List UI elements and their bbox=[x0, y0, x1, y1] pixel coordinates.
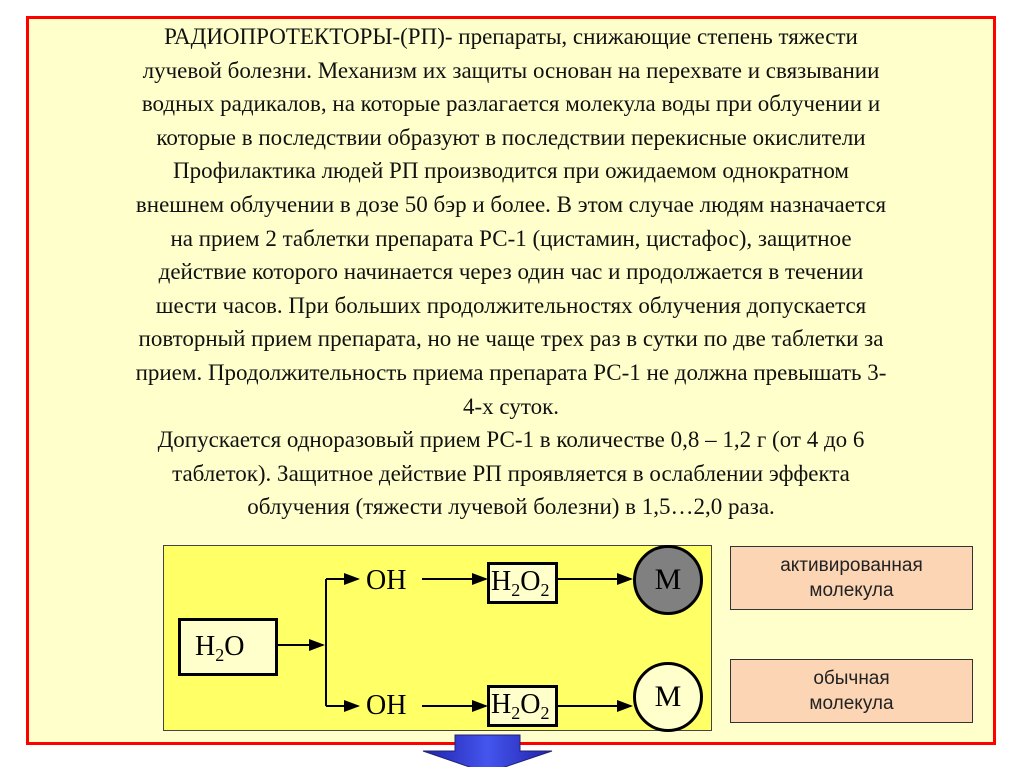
peroxide-h: H bbox=[491, 689, 512, 720]
water-box: H2O bbox=[178, 618, 278, 676]
peroxide-sub: 2 bbox=[540, 703, 550, 723]
text-line: РАДИОПРОТЕКТОРЫ-(РП)- препараты, снижающ… bbox=[164, 24, 858, 49]
text-line: 4-х суток. bbox=[463, 393, 559, 419]
legend-text: молекула bbox=[809, 693, 894, 714]
text-line: внешнем облучении в дозе 50 бэр и более.… bbox=[135, 191, 887, 217]
peroxide-sub: 2 bbox=[511, 580, 521, 600]
text-line: таблеток). Защитное действие РП проявляе… bbox=[172, 460, 850, 486]
text-line: прием. Продолжительность приема препарат… bbox=[135, 359, 887, 385]
text-line: на прием 2 таблетки препарата РС-1 (цист… bbox=[170, 225, 852, 251]
peroxide-sub: 2 bbox=[511, 703, 521, 723]
water-o: O bbox=[224, 631, 245, 662]
legend-activated: активированная молекула bbox=[730, 546, 973, 610]
legend-normal: обычная молекула bbox=[730, 659, 973, 723]
peroxide-h: H bbox=[491, 566, 512, 597]
water-sub: 2 bbox=[215, 645, 225, 665]
text-line: Допускается одноразовый прием РС-1 в кол… bbox=[157, 427, 865, 453]
legend-text: обычная bbox=[813, 668, 890, 689]
peroxide-o: O bbox=[520, 689, 541, 720]
legend-text: молекула bbox=[809, 580, 894, 601]
text-line: облучения (тяжести лучевой болезни) в 1,… bbox=[247, 494, 775, 520]
normal-molecule: M bbox=[633, 662, 703, 732]
radical-top: OH bbox=[366, 565, 407, 596]
peroxide-box-bottom: H2O2 bbox=[487, 685, 558, 727]
text-line: водных радикалов, на которые разлагается… bbox=[141, 91, 881, 117]
legend-text: активированная bbox=[780, 555, 923, 576]
text-line: повторный прием препарата, но не чаще тр… bbox=[138, 326, 884, 352]
slide-text: РАДИОПРОТЕКТОРЫ-(РП)- препараты, снижающ… bbox=[30, 20, 992, 524]
water-h: H bbox=[195, 631, 216, 662]
text-line: Профилактика людей РП производится при о… bbox=[173, 158, 849, 184]
text-line: которые в последствии образуют в последс… bbox=[156, 124, 866, 150]
activated-molecule: M bbox=[633, 545, 703, 615]
text-line: шести часов. При больших продолжительнос… bbox=[155, 292, 867, 318]
down-arrow-icon bbox=[422, 734, 553, 767]
peroxide-sub: 2 bbox=[540, 580, 550, 600]
next-arrow-button[interactable] bbox=[420, 733, 560, 767]
radical-bottom: OH bbox=[366, 690, 407, 721]
peroxide-o: O bbox=[520, 566, 541, 597]
text-line: лучевой болезни. Механизм их защиты осно… bbox=[142, 57, 880, 83]
peroxide-box-top: H2O2 bbox=[487, 562, 558, 604]
text-line: действие которого начинается через один … bbox=[158, 259, 864, 285]
